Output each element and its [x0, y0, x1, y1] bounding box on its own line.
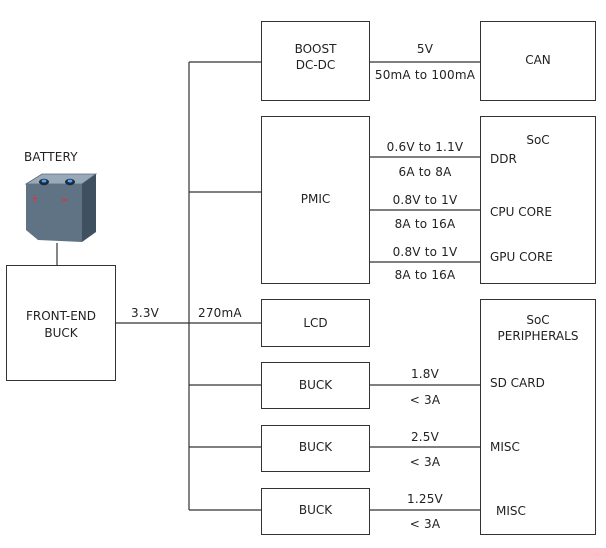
buck1-voltage: 1.8V: [410, 367, 440, 381]
can-box: CAN: [480, 21, 596, 101]
boost-out-current: 50mA to 100mA: [374, 68, 476, 82]
buck-box-2: BUCK: [261, 425, 370, 472]
ddr-label: DDR: [490, 152, 517, 166]
cpu-voltage: 0.8V to 1V: [392, 193, 458, 207]
front-end-buck-line2: BUCK: [44, 326, 78, 340]
soc-peripherals-box: SoC PERIPHERALS SD CARD MISC MISC: [480, 299, 596, 535]
front-end-buck-line1: FRONT-END: [25, 309, 97, 323]
buck-box-1: BUCK: [261, 362, 370, 409]
lcd-label: LCD: [303, 316, 328, 330]
soc-peripherals-line2: PERIPHERALS: [497, 329, 579, 343]
can-label: CAN: [525, 53, 551, 67]
buck3-current: < 3A: [409, 517, 441, 531]
buck-label-1: BUCK: [298, 378, 333, 392]
buck-box-3: BUCK: [261, 488, 370, 535]
boost-line1: BOOST: [294, 42, 337, 56]
boost-line2: DC-DC: [295, 58, 336, 72]
sd-card-label: SD CARD: [490, 376, 545, 390]
buck2-current: < 3A: [409, 455, 441, 469]
gpu-core-label: GPU CORE: [490, 250, 553, 264]
buck1-current: < 3A: [409, 393, 441, 407]
gpu-current: 8A to 16A: [394, 268, 456, 282]
ddr-voltage: 0.6V to 1.1V: [386, 140, 464, 154]
battery-icon: +: [24, 173, 98, 242]
soc-box: SoC DDR CPU CORE GPU CORE: [480, 116, 596, 284]
buck2-voltage: 2.5V: [410, 430, 440, 444]
lcd-box: LCD: [261, 299, 370, 347]
pmic-label: PMIC: [300, 192, 331, 206]
buck-label-2: BUCK: [298, 440, 333, 454]
front-end-buck-box: FRONT-END BUCK: [6, 265, 116, 381]
cpu-core-label: CPU CORE: [490, 205, 552, 219]
boost-box: BOOST DC-DC: [261, 21, 370, 101]
buck-label-3: BUCK: [298, 503, 333, 517]
misc-label-1: MISC: [490, 440, 520, 454]
main-rail-voltage: 3.3V: [131, 306, 160, 320]
soc-peripherals-line1: SoC: [526, 313, 550, 327]
battery-label: BATTERY: [24, 150, 78, 164]
cpu-current: 8A to 16A: [394, 217, 456, 231]
misc-label-2: MISC: [496, 504, 526, 518]
svg-text:+: +: [30, 192, 39, 205]
soc-label: SoC: [526, 133, 550, 147]
ddr-current: 6A to 8A: [398, 165, 452, 179]
pmic-box: PMIC: [261, 116, 370, 284]
buck3-voltage: 1.25V: [407, 492, 443, 506]
boost-out-voltage: 5V: [416, 42, 434, 56]
lcd-current: 270mA: [198, 306, 242, 320]
gpu-voltage: 0.8V to 1V: [392, 245, 458, 259]
